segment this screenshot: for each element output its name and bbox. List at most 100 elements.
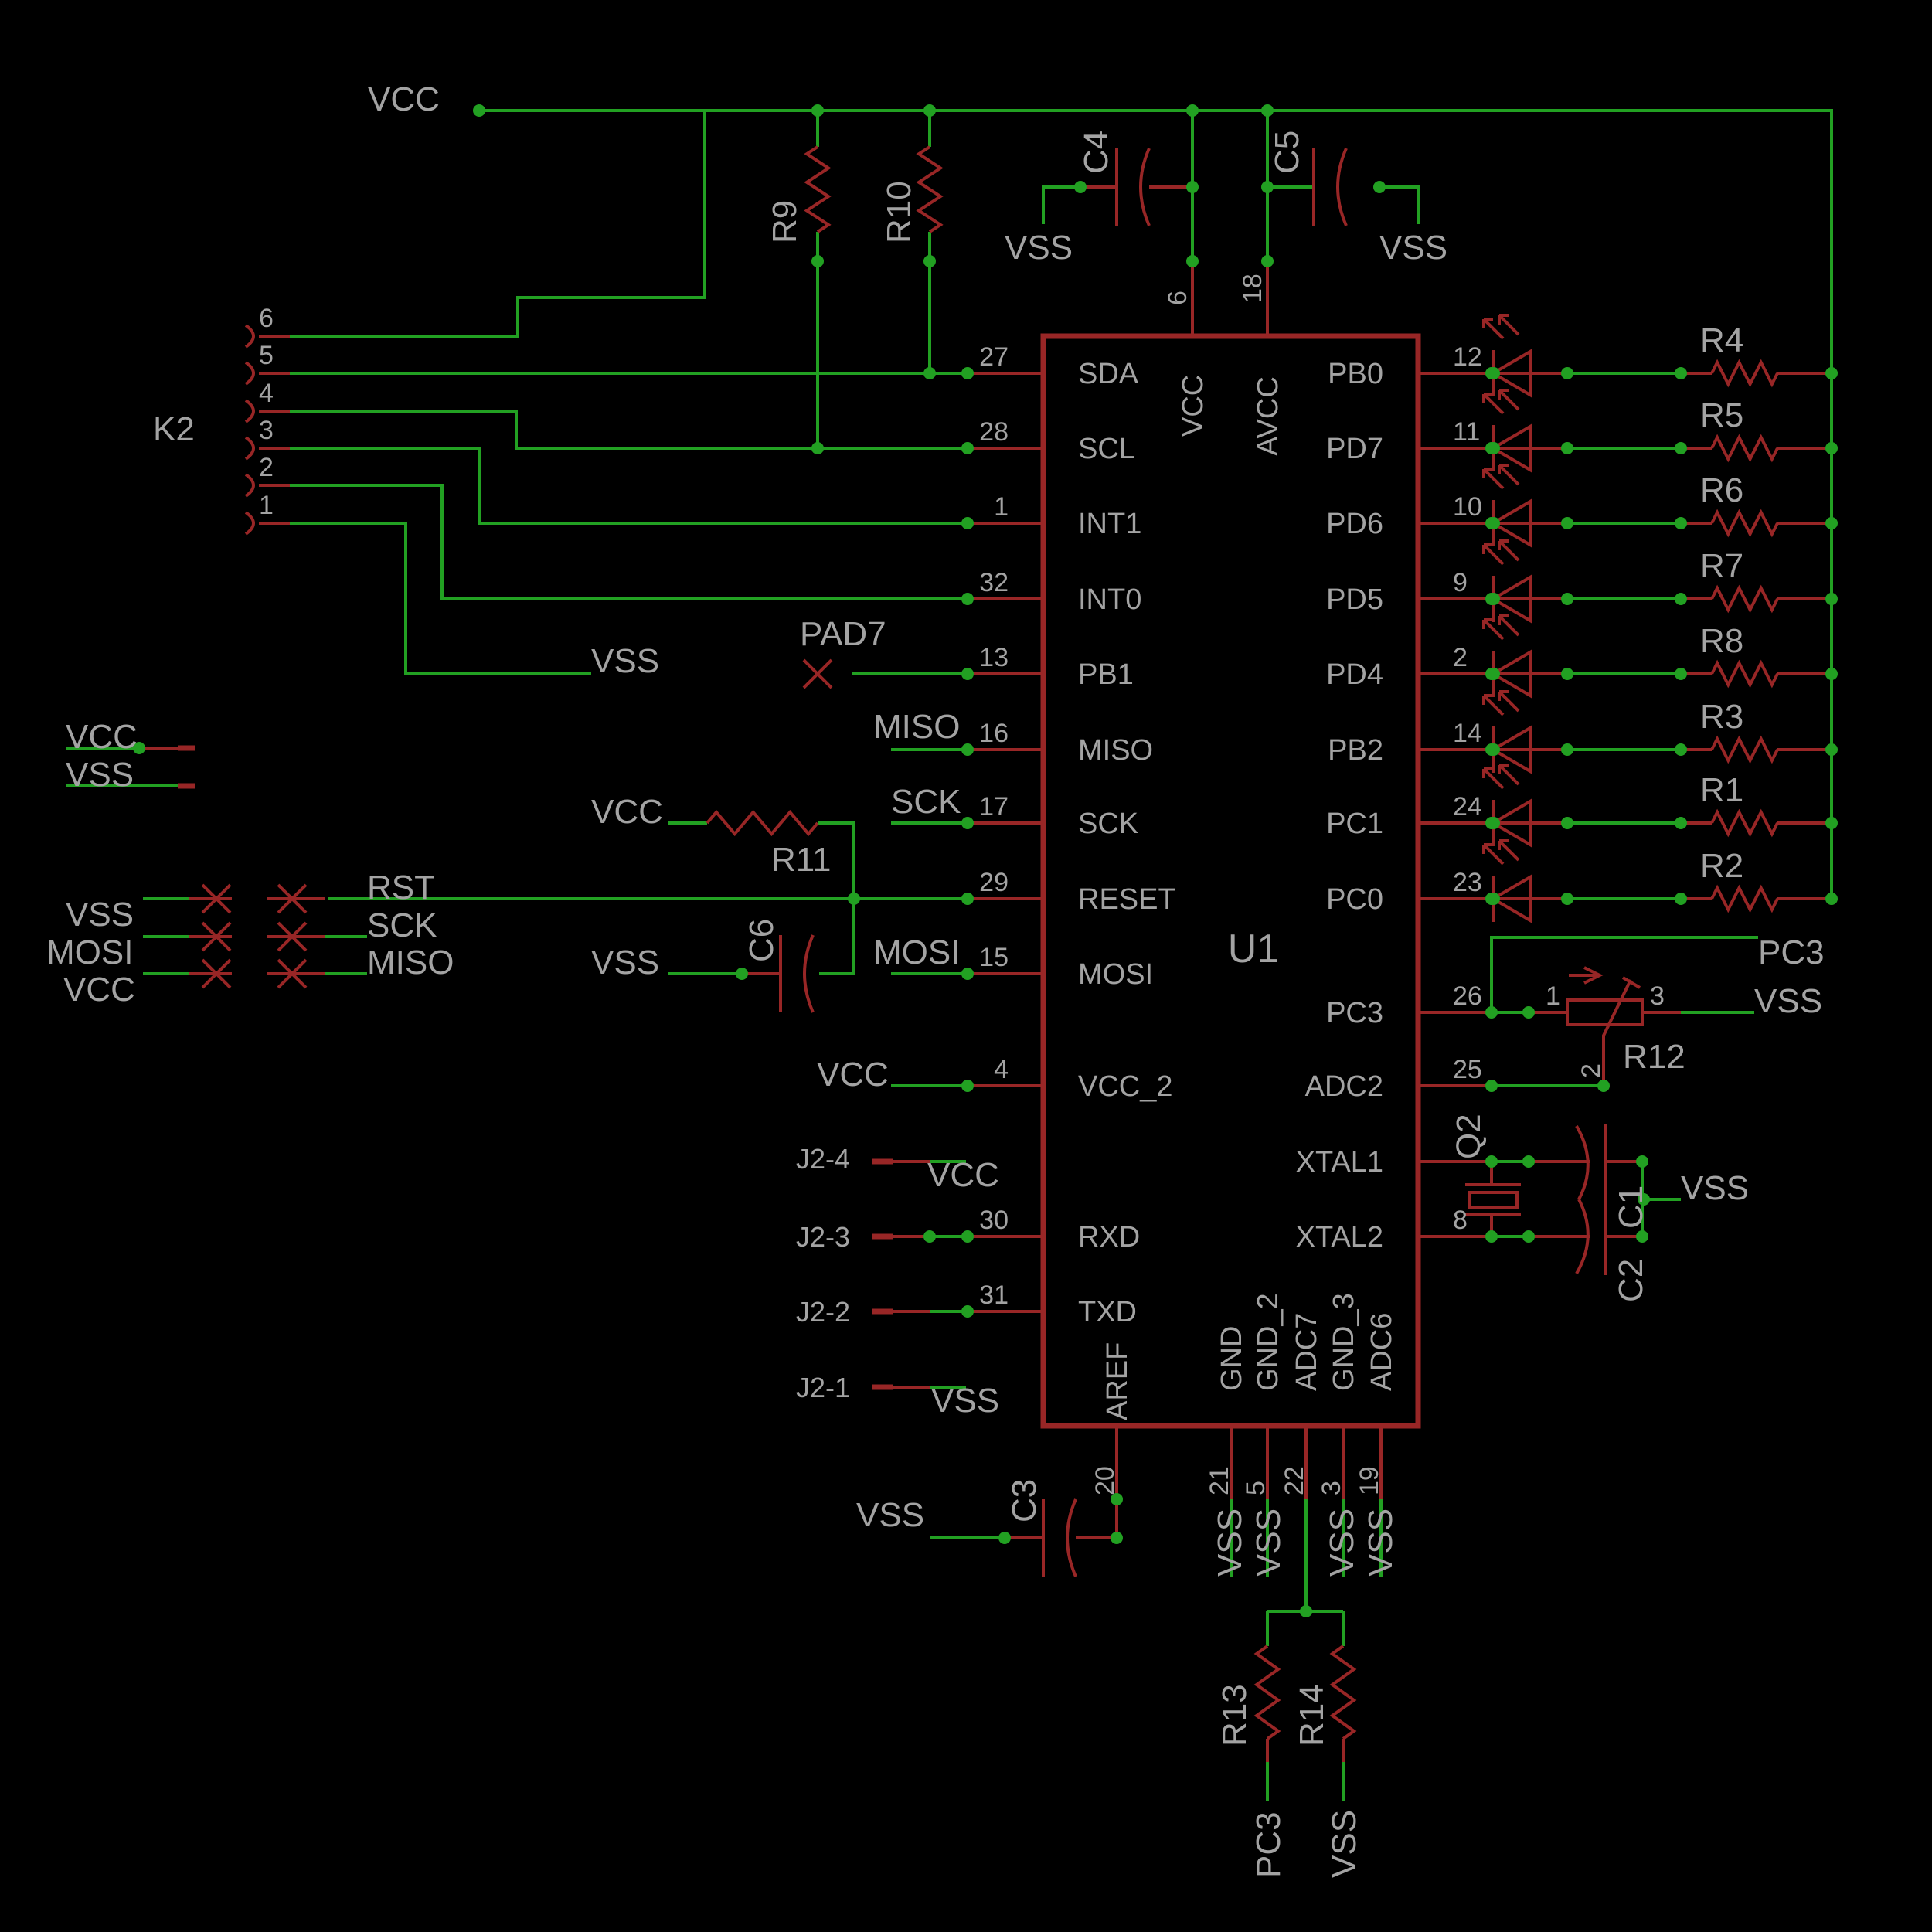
junction-dot <box>1186 104 1199 117</box>
junction-dot <box>811 442 824 454</box>
wire <box>290 410 968 450</box>
junction-dot <box>961 743 974 756</box>
pin-name: PD6 <box>1326 508 1383 540</box>
net-label: VCC <box>591 793 663 831</box>
pin-name: SCK <box>1078 808 1138 840</box>
pin-number: 3 <box>259 416 274 445</box>
junction-dot <box>1488 668 1500 680</box>
junction-dot <box>1675 817 1687 829</box>
wire <box>290 484 968 600</box>
junction-dot <box>1488 593 1500 605</box>
resistor-symbol <box>916 145 944 233</box>
junction-dot <box>1261 181 1274 193</box>
net-label: VSS <box>591 642 659 680</box>
pin-number: 4 <box>994 1055 1009 1084</box>
pin-number: 6 <box>259 304 274 333</box>
resistor-symbol <box>1710 659 1779 689</box>
pin-number: 21 <box>1205 1466 1234 1495</box>
part-name: C3 <box>1005 1479 1043 1522</box>
led-symbol <box>1490 498 1532 548</box>
junction-dot <box>923 1230 936 1243</box>
junction-dot <box>961 893 974 905</box>
led-symbol <box>1490 798 1532 848</box>
part-name: R7 <box>1700 547 1743 585</box>
part-name: C2 <box>1612 1259 1650 1302</box>
led-arrows <box>1482 464 1520 490</box>
net-label: VSS <box>931 1382 999 1420</box>
net-label: VSS <box>1681 1169 1749 1207</box>
part-name: U1 <box>1228 927 1279 971</box>
resistor-symbol <box>706 809 819 837</box>
pin-number: 19 <box>1355 1466 1384 1495</box>
net-label: VSS <box>1362 1509 1400 1577</box>
junction-dot <box>1111 1532 1123 1544</box>
pin-name: PD4 <box>1326 658 1383 691</box>
part-name: R8 <box>1700 622 1743 660</box>
part-name: R5 <box>1700 396 1743 434</box>
no-connect-x <box>277 921 308 952</box>
junction-dot <box>1825 817 1838 829</box>
led-arrows <box>1482 839 1520 866</box>
pin-number: 4 <box>259 379 274 408</box>
net-label: SCK <box>367 906 437 944</box>
k2-pin <box>244 324 290 349</box>
junction-dot <box>1186 181 1199 193</box>
pot-wiper <box>1569 966 1681 1086</box>
pin-number: 22 <box>1280 1466 1309 1495</box>
pin-number: 13 <box>979 643 1009 672</box>
crystal-symbol <box>1465 1162 1521 1236</box>
no-connect-x <box>277 883 308 914</box>
junction-dot <box>1485 1080 1498 1092</box>
part-name: J2-1 <box>796 1372 850 1403</box>
junction-dot <box>1825 442 1838 454</box>
symbols <box>139 145 1832 1762</box>
net-label: VCC <box>66 718 138 756</box>
net-label: VSS <box>1211 1509 1249 1577</box>
junction-dot <box>1561 442 1573 454</box>
capacitor-plate <box>1336 148 1348 226</box>
net-label: VSS <box>1005 229 1073 267</box>
pin-number: 18 <box>1238 274 1267 303</box>
junction-dot <box>1074 181 1087 193</box>
pin-number: 32 <box>979 568 1009 597</box>
part-name: R10 <box>880 181 918 243</box>
junction-dot <box>1597 1080 1610 1092</box>
no-connect-x <box>277 958 308 989</box>
pin-name: SDA <box>1078 358 1139 390</box>
net-label: PC3 <box>1250 1811 1287 1878</box>
junction-dot <box>1488 517 1500 529</box>
no-connect-x <box>201 921 232 952</box>
junction-dot <box>1675 743 1687 756</box>
pin-number: 6 <box>1163 291 1192 305</box>
led-arrows <box>1482 314 1520 340</box>
resistor-symbol <box>1710 884 1779 913</box>
pin-name: GND_3 <box>1328 1293 1360 1391</box>
junction-dot <box>1485 1230 1498 1243</box>
wire <box>290 447 968 525</box>
pin-name: VCC <box>1177 375 1209 437</box>
resistor-symbol <box>1710 509 1779 538</box>
junction-dot <box>961 1230 974 1243</box>
junction-dot <box>811 255 824 267</box>
pin-name: PC3 <box>1326 997 1383 1029</box>
pin-number: 14 <box>1453 719 1482 748</box>
pin-name: AVCC <box>1252 376 1284 456</box>
pin-number: 26 <box>1453 981 1482 1011</box>
wire <box>479 109 1833 899</box>
net-label: MISO <box>873 708 960 746</box>
part-name: R12 <box>1623 1038 1685 1076</box>
junction-dot <box>1561 668 1573 680</box>
led-symbol <box>1490 725 1532 774</box>
capacitor-plate <box>1139 148 1151 226</box>
junction-dot <box>848 893 860 905</box>
junction-dot <box>1485 1006 1498 1019</box>
net-label: MOSI <box>873 934 960 971</box>
pin-number: 10 <box>1453 492 1482 522</box>
pin-name: ADC7 <box>1291 1313 1323 1391</box>
pin-number: 25 <box>1453 1055 1482 1084</box>
led-symbol <box>1490 874 1532 923</box>
led-arrows <box>1482 690 1520 716</box>
net-label: VSS <box>1250 1509 1287 1577</box>
junction-dot <box>923 104 936 117</box>
pin-number: 17 <box>979 792 1009 821</box>
